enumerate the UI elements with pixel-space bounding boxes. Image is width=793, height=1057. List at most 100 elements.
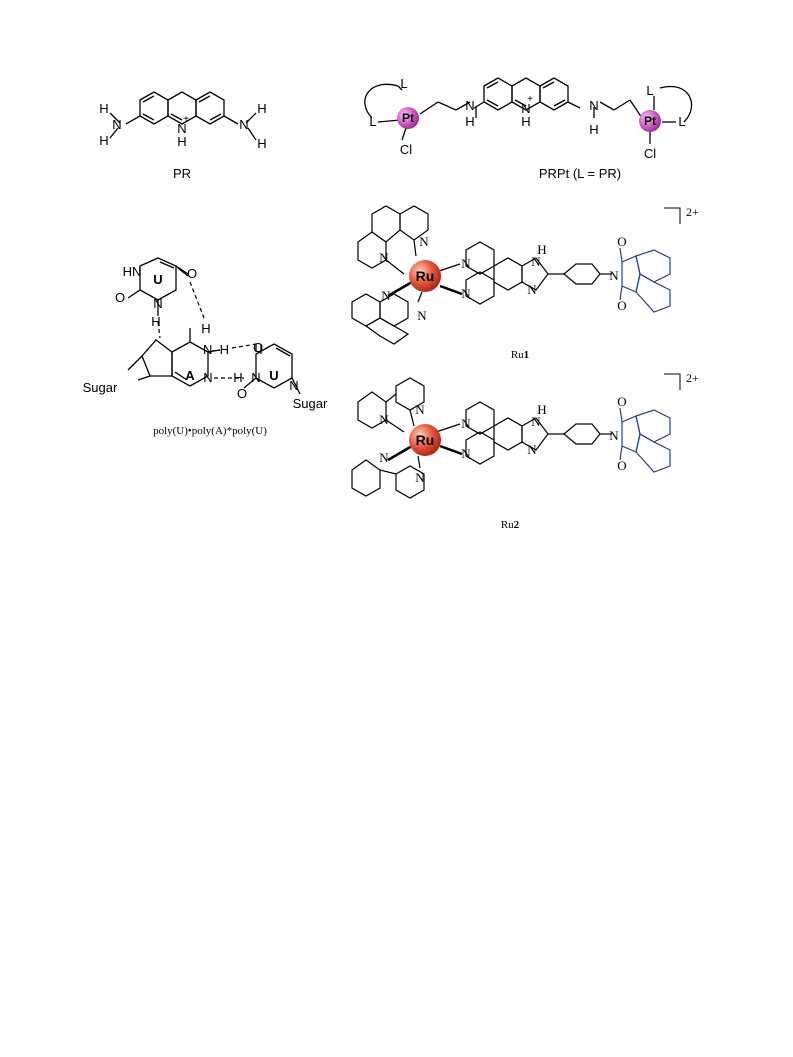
- ru1-n-9: N: [609, 268, 619, 283]
- poly-n-right-bottom: N: [289, 378, 298, 393]
- prpt-structure: [364, 77, 693, 144]
- prpt-n-left: N: [465, 98, 474, 113]
- pr-caption: PR: [173, 166, 191, 181]
- ru2-n-2: N: [379, 412, 389, 427]
- prpt-l-right-top: L: [646, 83, 653, 98]
- ru2-n-8: N: [527, 442, 537, 457]
- ru2-n-3: N: [379, 450, 389, 465]
- ru1-sphere: [409, 260, 441, 292]
- prpt-charge: +: [527, 94, 533, 105]
- pr-n-left: N: [112, 117, 121, 132]
- prpt-n-center: N: [521, 101, 530, 116]
- ru1-caption-prefix: Ru: [511, 349, 524, 361]
- poly-sugar-right: Sugar: [293, 396, 328, 411]
- ru2-atom: Ru: [409, 424, 441, 456]
- ru1-n-4: N: [417, 308, 427, 323]
- poly-n-a: N: [203, 370, 212, 385]
- poly-u-top: U: [153, 272, 162, 287]
- prpt-caption: PRPt (L = PR): [539, 166, 621, 181]
- ru1-n-8: N: [527, 282, 537, 297]
- poly-caption: poly(U)•poly(A)*poly(U): [153, 425, 267, 437]
- poly-o-top-left: O: [115, 290, 125, 305]
- ru2-n-5: N: [461, 416, 471, 431]
- ru1-bracket: [664, 207, 681, 224]
- poly-a-label: A: [185, 368, 195, 383]
- prpt-cl-left: Cl: [400, 142, 412, 157]
- prpt-l-right-side: L: [678, 114, 685, 129]
- prpt-h-center: H: [521, 114, 530, 129]
- prpt-n-right: N: [589, 98, 598, 113]
- ru1-o-1: O: [617, 234, 626, 249]
- ru1-h-1: H: [537, 242, 546, 257]
- prpt-l-left-top: L: [400, 76, 407, 91]
- poly-o-right-top: O: [253, 340, 263, 355]
- pt-right-atom: Pt: [639, 110, 661, 132]
- ru1-o-2: O: [617, 298, 626, 313]
- pr-h-right-bottom: H: [257, 136, 266, 151]
- pr-n-right: N: [239, 117, 248, 132]
- poly-atom-labels: HN U O N O H H N–H A N Sugar O H U N O N…: [83, 264, 328, 411]
- pt-left-label: Pt: [402, 111, 414, 125]
- ru1-atom-labels: N N N N N N N H N N O O: [379, 234, 626, 323]
- pr-structure: [109, 91, 257, 141]
- poly-hn-top: HN: [123, 264, 142, 279]
- pr-h-center: H: [177, 134, 186, 149]
- ru1-n-6: N: [461, 286, 471, 301]
- ru2-n-9: N: [609, 428, 619, 443]
- ru1-atom: Ru: [409, 260, 441, 292]
- prpt-h-left: H: [465, 114, 474, 129]
- ru1-n-2: N: [379, 250, 389, 265]
- ru2-ru-label: Ru: [416, 432, 435, 448]
- poly-structure: [127, 257, 301, 395]
- ru1-n-5: N: [461, 256, 471, 271]
- pr-charge: +: [183, 114, 189, 125]
- ru2-naphthalimide: [619, 407, 671, 473]
- prpt-cl-right: Cl: [644, 146, 656, 161]
- ru1-caption: Ru1: [511, 349, 529, 361]
- pt-right-label: Pt: [644, 114, 656, 128]
- ru2-n-6: N: [461, 446, 471, 461]
- ru1-charge: 2+: [686, 205, 699, 219]
- prpt-h-right: H: [589, 122, 598, 137]
- poly-n-top: N: [153, 296, 162, 311]
- poly-u-right: U: [269, 368, 278, 383]
- ru2-h-1: H: [537, 402, 546, 417]
- ru1-n-7: N: [531, 254, 541, 269]
- ru2-o-2: O: [617, 458, 626, 473]
- ru2-bracket: [664, 373, 681, 390]
- ru1-ru-label: Ru: [416, 268, 435, 284]
- ru2-caption-prefix: Ru: [501, 519, 514, 531]
- ru1-naphthalimide: [619, 247, 671, 313]
- pt-left-atom: Pt: [397, 107, 419, 129]
- ru1-n-1: N: [419, 234, 429, 249]
- pt-right-sphere: [639, 110, 661, 132]
- prpt-atom-labels: L L Cl N H N + H N H L L Cl: [369, 76, 685, 161]
- ru2-atom-labels: N N N N N N N H N N O O: [379, 394, 626, 485]
- ru1-n-3: N: [381, 288, 391, 303]
- poly-h-a-upper: H: [201, 321, 210, 336]
- ru2-sphere: [409, 424, 441, 456]
- poly-hbonds: [157, 281, 257, 379]
- ru2-n-1: N: [415, 402, 425, 417]
- poly-h-top: H: [151, 314, 160, 329]
- poly-h-right: H: [233, 370, 242, 385]
- ru2-caption-number: 2: [514, 519, 520, 531]
- poly-nh-a: N–H: [203, 342, 229, 357]
- ru1-caption-number: 1: [524, 349, 530, 361]
- pr-atom-labels: N H H N + H N H H: [99, 101, 266, 151]
- ru2-n-4: N: [415, 470, 425, 485]
- poly-o-top-right: O: [187, 266, 197, 281]
- poly-sugar-left: Sugar: [83, 380, 118, 395]
- pr-h-right-top: H: [257, 101, 266, 116]
- poly-n-right: N: [251, 370, 260, 385]
- pr-h-left-bottom: H: [99, 133, 108, 148]
- poly-o-right-bottom: O: [237, 386, 247, 401]
- ru2-caption: Ru2: [501, 519, 520, 531]
- prpt-l-left-side: L: [369, 114, 376, 129]
- ru2-structure: [351, 377, 612, 499]
- ru2-o-1: O: [617, 394, 626, 409]
- ru1-structure: [351, 205, 612, 345]
- pt-left-sphere: [397, 107, 419, 129]
- ru2-n-7: N: [531, 414, 541, 429]
